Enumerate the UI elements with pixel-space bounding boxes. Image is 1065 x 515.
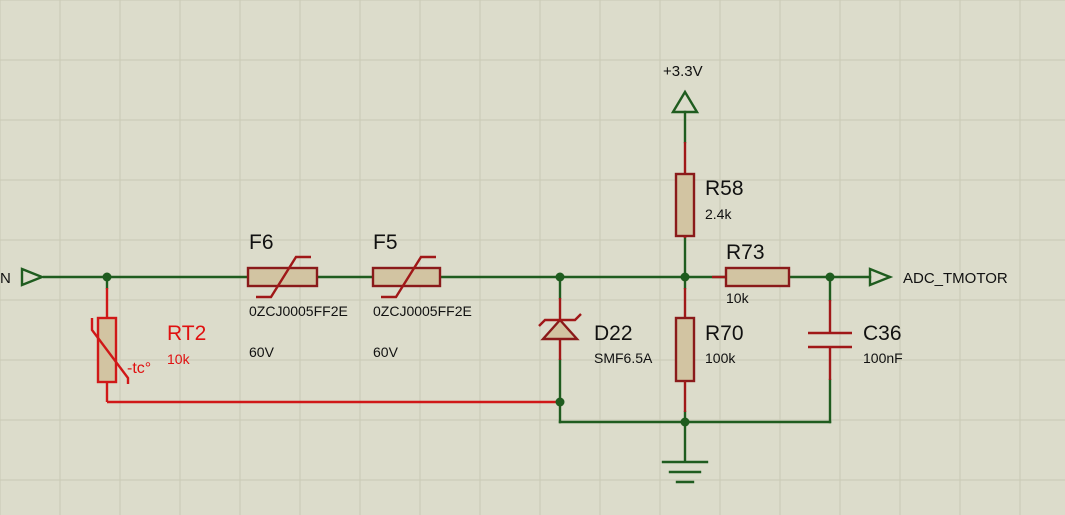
r58-value: 2.4k xyxy=(705,206,732,222)
capacitor-c36[interactable]: C36 100nF xyxy=(808,300,903,380)
junction-dot xyxy=(555,397,565,407)
fuse-f6[interactable]: F6 0ZCJ0005FF2E 60V xyxy=(246,231,348,360)
r58-ref: R58 xyxy=(705,177,744,200)
d22-value: SMF6.5A xyxy=(594,350,653,366)
junction-dot xyxy=(680,272,690,282)
f5-ref: F5 xyxy=(373,231,398,254)
thermistor-rt2[interactable]: RT2 10k -tc° xyxy=(90,288,206,402)
resistor-r58[interactable]: R58 2.4k xyxy=(674,142,744,238)
r70-ref: R70 xyxy=(705,322,744,345)
output-terminal[interactable]: ADC_TMOTOR xyxy=(868,267,1008,287)
d22-ref: D22 xyxy=(594,322,633,345)
r73-ref: R73 xyxy=(726,241,765,264)
c36-ref: C36 xyxy=(863,322,902,345)
f6-part: 0ZCJ0005FF2E xyxy=(249,303,348,319)
supply-terminal[interactable]: +3.3V xyxy=(663,63,703,114)
f6-rating: 60V xyxy=(249,344,275,360)
f5-rating: 60V xyxy=(373,344,399,360)
f5-part: 0ZCJ0005FF2E xyxy=(373,303,472,319)
input-terminal[interactable]: N xyxy=(0,267,46,287)
junction-dot xyxy=(555,272,565,282)
r70-value: 100k xyxy=(705,350,736,366)
resistor-r70[interactable]: R70 100k xyxy=(674,288,744,412)
f6-ref: F6 xyxy=(249,231,274,254)
output-net-label: ADC_TMOTOR xyxy=(903,270,1008,287)
junction-dot xyxy=(825,272,835,282)
rt2-ref: RT2 xyxy=(167,322,206,345)
input-net-label: N xyxy=(0,270,11,287)
rt2-value: 10k xyxy=(167,351,191,367)
supply-net-label: +3.3V xyxy=(663,63,703,80)
junction-dot xyxy=(102,272,112,282)
c36-value: 100nF xyxy=(863,350,903,366)
fuse-f5[interactable]: F5 0ZCJ0005FF2E 60V xyxy=(371,231,472,360)
junctions xyxy=(102,272,835,427)
wires xyxy=(42,110,872,462)
tvs-diode-d22[interactable]: D22 SMF6.5A xyxy=(538,298,653,366)
junction-dot xyxy=(680,417,690,427)
ground-symbol[interactable] xyxy=(661,460,709,484)
resistor-r73[interactable]: R73 10k xyxy=(712,241,791,306)
rt2-symbol: -tc° xyxy=(127,360,151,377)
r73-value: 10k xyxy=(726,290,750,306)
